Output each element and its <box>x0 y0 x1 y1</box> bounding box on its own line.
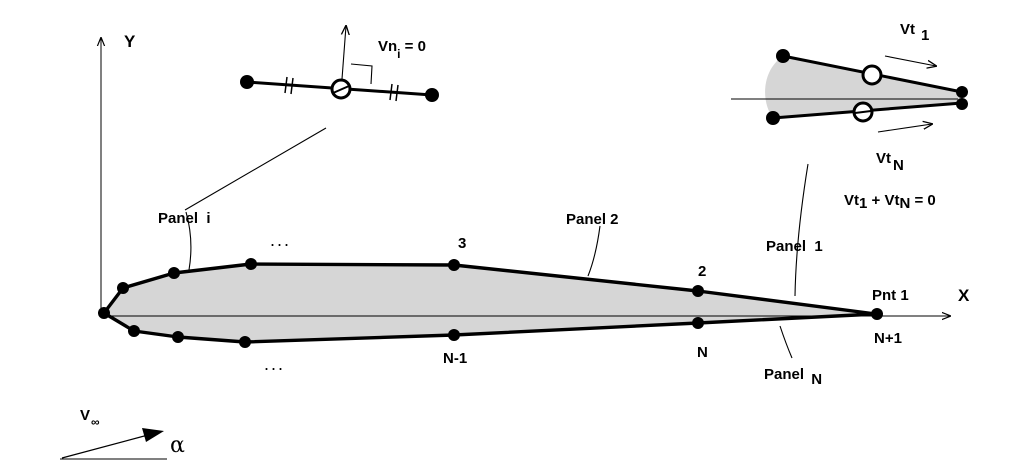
panel-i-label: Panel i <box>158 210 211 227</box>
kutta-condition-label: Vt1 + VtN = 0 <box>844 192 936 212</box>
leader-panel-2 <box>587 225 601 277</box>
dots-upper: ... <box>270 230 291 250</box>
point-n-1 <box>448 329 460 341</box>
point-upper-b <box>168 267 180 279</box>
point-lower-c <box>239 336 251 348</box>
point-n-1-label: N-1 <box>443 350 467 367</box>
point-2 <box>692 285 704 297</box>
point-n <box>692 317 704 329</box>
pnt-1-label: Pnt 1 <box>872 287 909 304</box>
vtn-arrow <box>877 124 932 133</box>
point-lower-b <box>172 331 184 343</box>
leader-panel-1 <box>794 163 809 297</box>
panel-i-detail <box>240 26 439 102</box>
leader-panel-i <box>184 127 327 211</box>
point-upper-c <box>245 258 257 270</box>
control-point-1 <box>861 64 883 86</box>
point-leading-edge <box>98 307 110 319</box>
freestream-line <box>61 434 149 459</box>
point-1 <box>871 308 883 320</box>
leader-panel-n <box>779 325 793 359</box>
vt1-arrow <box>884 55 936 66</box>
point-upper-a <box>117 282 129 294</box>
trailing-edge-detail <box>731 49 968 133</box>
vn-condition-label: Vni = 0 <box>378 38 426 61</box>
leader-panel-i-tip <box>185 211 192 271</box>
airfoil-shape <box>102 262 878 344</box>
point-n-plus-1-label: N+1 <box>874 330 902 347</box>
x-axis-label: X <box>958 286 970 305</box>
panel-1-label: Panel 1 <box>766 238 823 255</box>
freestream-arrowhead <box>142 428 164 442</box>
freestream-label: V∞ <box>80 407 100 429</box>
dots-lower: ... <box>264 354 285 374</box>
point-n-label: N <box>697 344 708 361</box>
panel-2-label: Panel 2 <box>566 211 619 228</box>
point-3-label: 3 <box>458 235 466 252</box>
point-2-label: 2 <box>698 263 706 280</box>
y-axis-label: Y <box>124 32 136 51</box>
panel-points <box>98 258 883 348</box>
panel-n-label: Panel N <box>764 366 822 388</box>
point-3 <box>448 259 460 271</box>
normal-vector <box>342 26 346 80</box>
right-angle-mark <box>350 63 373 85</box>
alpha-label: α <box>170 433 185 458</box>
point-lower-a <box>128 325 140 337</box>
